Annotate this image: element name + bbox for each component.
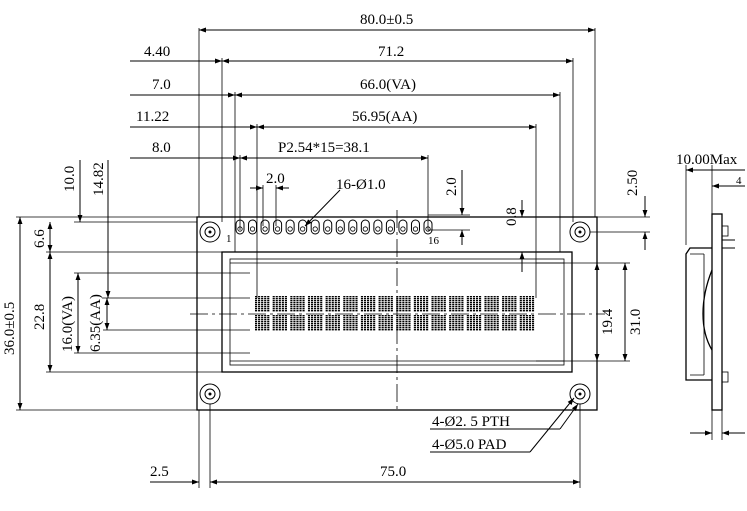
character-cell	[343, 315, 358, 331]
pin-hole	[310, 219, 320, 235]
pin-hole	[248, 219, 258, 235]
character-cell	[378, 296, 393, 312]
mount-hole-top-left	[199, 221, 221, 243]
pin-hole	[373, 219, 383, 235]
character-cell	[325, 315, 340, 331]
character-grid	[255, 296, 535, 331]
pin-hole	[298, 219, 308, 235]
character-cell	[360, 315, 376, 331]
pin-hole	[260, 219, 270, 235]
va-height-frame-label: 22.8	[32, 304, 48, 330]
character-cell	[413, 315, 429, 331]
side-small-mark: 4	[736, 175, 742, 187]
character-cell	[466, 315, 482, 331]
pad-note: 4-Ø5.0 PAD	[432, 437, 507, 453]
overall-height-label: 36.0±0.5	[2, 302, 18, 355]
pin-hole	[348, 219, 358, 235]
bottom-dimensions: 2.5 75.0	[150, 404, 581, 488]
character-cell	[290, 315, 305, 331]
pin-hole	[285, 219, 295, 235]
character-cell	[502, 296, 517, 312]
pin-height-label: 2.0	[444, 177, 460, 196]
pin-label-first: 1	[226, 233, 232, 245]
view-area-width-label: 66.0(VA)	[360, 77, 416, 93]
character-cell	[466, 296, 482, 312]
pin-header	[235, 219, 433, 235]
pin-holes-label: 16-Ø1.0	[336, 177, 386, 193]
pin-hole	[398, 219, 408, 235]
character-cell	[307, 296, 323, 312]
character-cell	[307, 315, 323, 331]
character-cell	[431, 296, 446, 312]
top-dimensions: 80.0±0.5 71.2 66.0(VA) 56.95(AA) P2.54*1…	[130, 12, 596, 298]
pin-offset-label: 0.8	[504, 207, 520, 226]
character-cell	[484, 296, 499, 312]
character-cell	[255, 296, 270, 312]
pin-row-length-label: P2.54*15=38.1	[278, 140, 370, 156]
hole-offset-top-label: 2.50	[625, 170, 641, 196]
character-cell	[360, 296, 376, 312]
character-cell	[413, 296, 429, 312]
character-cell	[396, 296, 411, 312]
mount-hole-pitch-label: 71.2	[378, 44, 404, 60]
overall-width-label: 80.0±0.5	[360, 12, 413, 28]
character-cell	[378, 315, 393, 331]
mounting-holes	[199, 221, 591, 405]
character-cell	[431, 315, 446, 331]
hole-pitch-vertical-label: 31.0	[628, 309, 644, 335]
aa-offset-label: 11.22	[136, 109, 169, 125]
pin-hole	[335, 219, 345, 235]
top-to-pin-label: 10.0	[62, 166, 78, 192]
va-offset-label: 7.0	[152, 77, 171, 93]
inner-height-label: 19.4	[600, 308, 616, 335]
character-cell	[343, 296, 358, 312]
top-to-va-label: 6.6	[32, 229, 48, 248]
mount-hole-top-right	[569, 221, 591, 243]
pin-hole	[273, 219, 283, 235]
pin-offset-label: 8.0	[152, 140, 171, 156]
character-cell	[255, 315, 270, 331]
top-to-aa-label: 14.82	[91, 162, 107, 196]
left-dimensions: 36.0±0.5 6.6 22.8 16.0(VA) 6.35(AA) 10.0…	[2, 160, 250, 411]
pin-hole	[360, 219, 370, 235]
center-lines	[190, 210, 605, 410]
side-thickness-label: 10.00Max	[676, 152, 738, 168]
bottom-hole-offset-label: 2.5	[150, 464, 169, 480]
character-cell	[449, 315, 464, 331]
character-cell	[519, 315, 535, 331]
pin-hole	[410, 219, 420, 235]
character-cell	[502, 315, 517, 331]
pin-pitch-label: 2.0	[266, 171, 285, 187]
aa-height-label: 6.35(AA)	[88, 294, 104, 352]
va-height-label: 16.0(VA)	[60, 296, 76, 352]
character-cell	[272, 296, 287, 312]
character-cell	[484, 315, 499, 331]
mount-hole-bottom-right	[569, 383, 591, 405]
hole-notes: 4-Ø2. 5 PTH 4-Ø5.0 PAD	[430, 397, 579, 453]
character-cell	[272, 315, 287, 331]
mount-hole-bottom-left	[199, 383, 221, 405]
pin-label-last: 16	[428, 235, 440, 247]
pth-note: 4-Ø2. 5 PTH	[432, 414, 510, 430]
bottom-hole-pitch-label: 75.0	[380, 464, 406, 480]
right-dimensions: 2.0 0.8 2.50 19.4 31.0	[428, 170, 650, 362]
character-cell	[290, 296, 305, 312]
character-cell	[449, 296, 464, 312]
side-view: 10.00Max 4	[676, 152, 745, 440]
active-area-width-label: 56.95(AA)	[352, 109, 417, 125]
pin-hole	[385, 219, 395, 235]
character-cell	[396, 315, 411, 331]
hole-offset-label: 4.40	[144, 44, 170, 60]
character-cell	[325, 296, 340, 312]
character-cell	[519, 296, 535, 312]
pin-hole	[323, 219, 333, 235]
